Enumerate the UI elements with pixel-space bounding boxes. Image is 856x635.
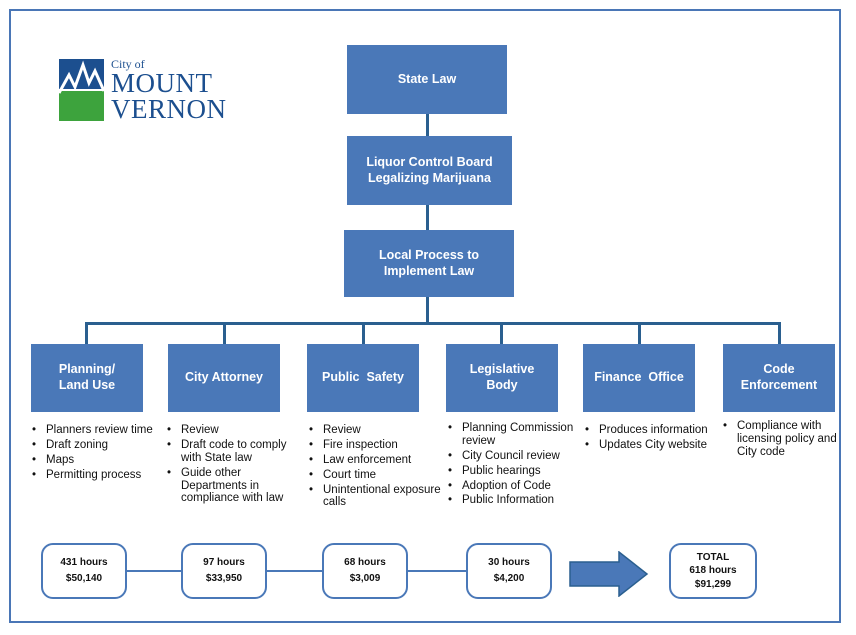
planning-title-line2: Land Use [58, 378, 116, 392]
safety-title: Public Safety [322, 370, 404, 385]
safety-cost-box: 68 hours $3,009 [322, 543, 408, 599]
finance-office-box: Finance Office [583, 344, 695, 412]
connector-state-to-board [426, 114, 429, 136]
code-enforcement-box: Code Enforcement [723, 344, 835, 412]
code-title-line1: Code [763, 362, 795, 377]
list-item: Court time [309, 469, 448, 482]
list-item: Fire inspection [309, 439, 448, 452]
connector-drop-code [778, 322, 781, 344]
state-law-label: State Law [397, 71, 457, 86]
logo-mount: MOUNT [111, 68, 213, 98]
legislative-title-line2: Body [486, 378, 518, 392]
list-item: Updates City website [585, 439, 709, 452]
list-item: Permitting process [32, 469, 166, 482]
list-item: Public hearings [448, 465, 590, 478]
cost-connector-line [125, 570, 470, 572]
local-process-box: Local Process to Implement Law [344, 230, 514, 297]
list-item: Draft zoning [32, 439, 166, 452]
list-item: Compliance with licensing policy and Cit… [723, 420, 855, 459]
liquor-board-line1: Liquor Control Board [366, 154, 493, 169]
attorney-title: City Attorney [184, 370, 263, 385]
planning-cost-box: 431 hours $50,140 [41, 543, 127, 599]
list-item: Adoption of Code [448, 480, 590, 493]
city-logo: City of MOUNT VERNON [57, 57, 232, 124]
safety-task-list: Review Fire inspection Law enforcement C… [307, 424, 448, 511]
legislative-task-list: Planning Commission review City Council … [446, 422, 590, 509]
right-arrow-icon [569, 551, 649, 597]
legislative-cost-box: 30 hours $4,200 [466, 543, 552, 599]
planning-hours: 431 hours [60, 557, 108, 568]
list-item: Public Information [448, 494, 590, 507]
planning-cost: $50,140 [65, 573, 103, 584]
total-cost: $91,299 [694, 578, 732, 590]
legislative-title-line1: Legislative [469, 362, 535, 377]
connector-drop-safety [362, 322, 365, 344]
public-safety-box: Public Safety [307, 344, 419, 412]
connector-drop-attorney [223, 322, 226, 344]
list-item: Planners review time [32, 424, 166, 437]
planning-task-list: Planners review time Draft zoning Maps P… [30, 424, 166, 484]
connector-drop-planning [85, 322, 88, 344]
list-item: Review [309, 424, 448, 437]
diagram-frame [9, 9, 841, 623]
safety-cost: $3,009 [349, 573, 381, 584]
attorney-task-list: Review Draft code to comply with State l… [165, 424, 296, 507]
connector-drop-finance [638, 322, 641, 344]
logo-vernon: VERNON [111, 94, 227, 124]
state-law-box: State Law [347, 45, 507, 114]
finance-task-list: Produces information Updates City websit… [583, 424, 709, 454]
liquor-control-board-box: Liquor Control Board Legalizing Marijuan… [347, 136, 512, 205]
local-process-line2: Implement Law [383, 263, 475, 278]
mountain-logo-icon [57, 57, 107, 123]
code-task-list: Compliance with licensing policy and Cit… [721, 420, 855, 461]
connector-drop-legislative [500, 322, 503, 344]
legislative-hours: 30 hours [488, 557, 530, 568]
city-attorney-box: City Attorney [168, 344, 280, 412]
total-label: TOTAL [696, 551, 730, 563]
code-title-line2: Enforcement [740, 378, 818, 392]
list-item: Unintentional exposure calls [309, 484, 448, 510]
total-hours: 618 hours [689, 565, 737, 577]
attorney-hours: 97 hours [203, 557, 245, 568]
legislative-body-box: Legislative Body [446, 344, 558, 412]
connector-horizontal-bus [85, 322, 781, 325]
attorney-cost-box: 97 hours $33,950 [181, 543, 267, 599]
finance-title: Finance Office [594, 370, 684, 385]
connector-board-to-local [426, 205, 429, 230]
list-item: Guide other Departments in compliance wi… [167, 467, 296, 506]
logo-city-of: City of [111, 57, 145, 71]
list-item: Maps [32, 454, 166, 467]
list-item: City Council review [448, 450, 590, 463]
list-item: Produces information [585, 424, 709, 437]
list-item: Law enforcement [309, 454, 448, 467]
total-cost-box: TOTAL 618 hours $91,299 [669, 543, 757, 599]
list-item: Planning Commission review [448, 422, 590, 448]
safety-hours: 68 hours [344, 557, 386, 568]
legislative-cost: $4,200 [493, 573, 525, 584]
list-item: Review [167, 424, 296, 437]
list-item: Draft code to comply with State law [167, 439, 296, 465]
planning-title-line1: Planning/ [58, 362, 116, 377]
connector-local-down [426, 297, 429, 324]
liquor-board-line2: Legalizing Marijuana [368, 170, 491, 185]
local-process-line1: Local Process to [378, 247, 480, 262]
attorney-cost: $33,950 [205, 573, 243, 584]
planning-land-use-box: Planning/ Land Use [31, 344, 143, 412]
